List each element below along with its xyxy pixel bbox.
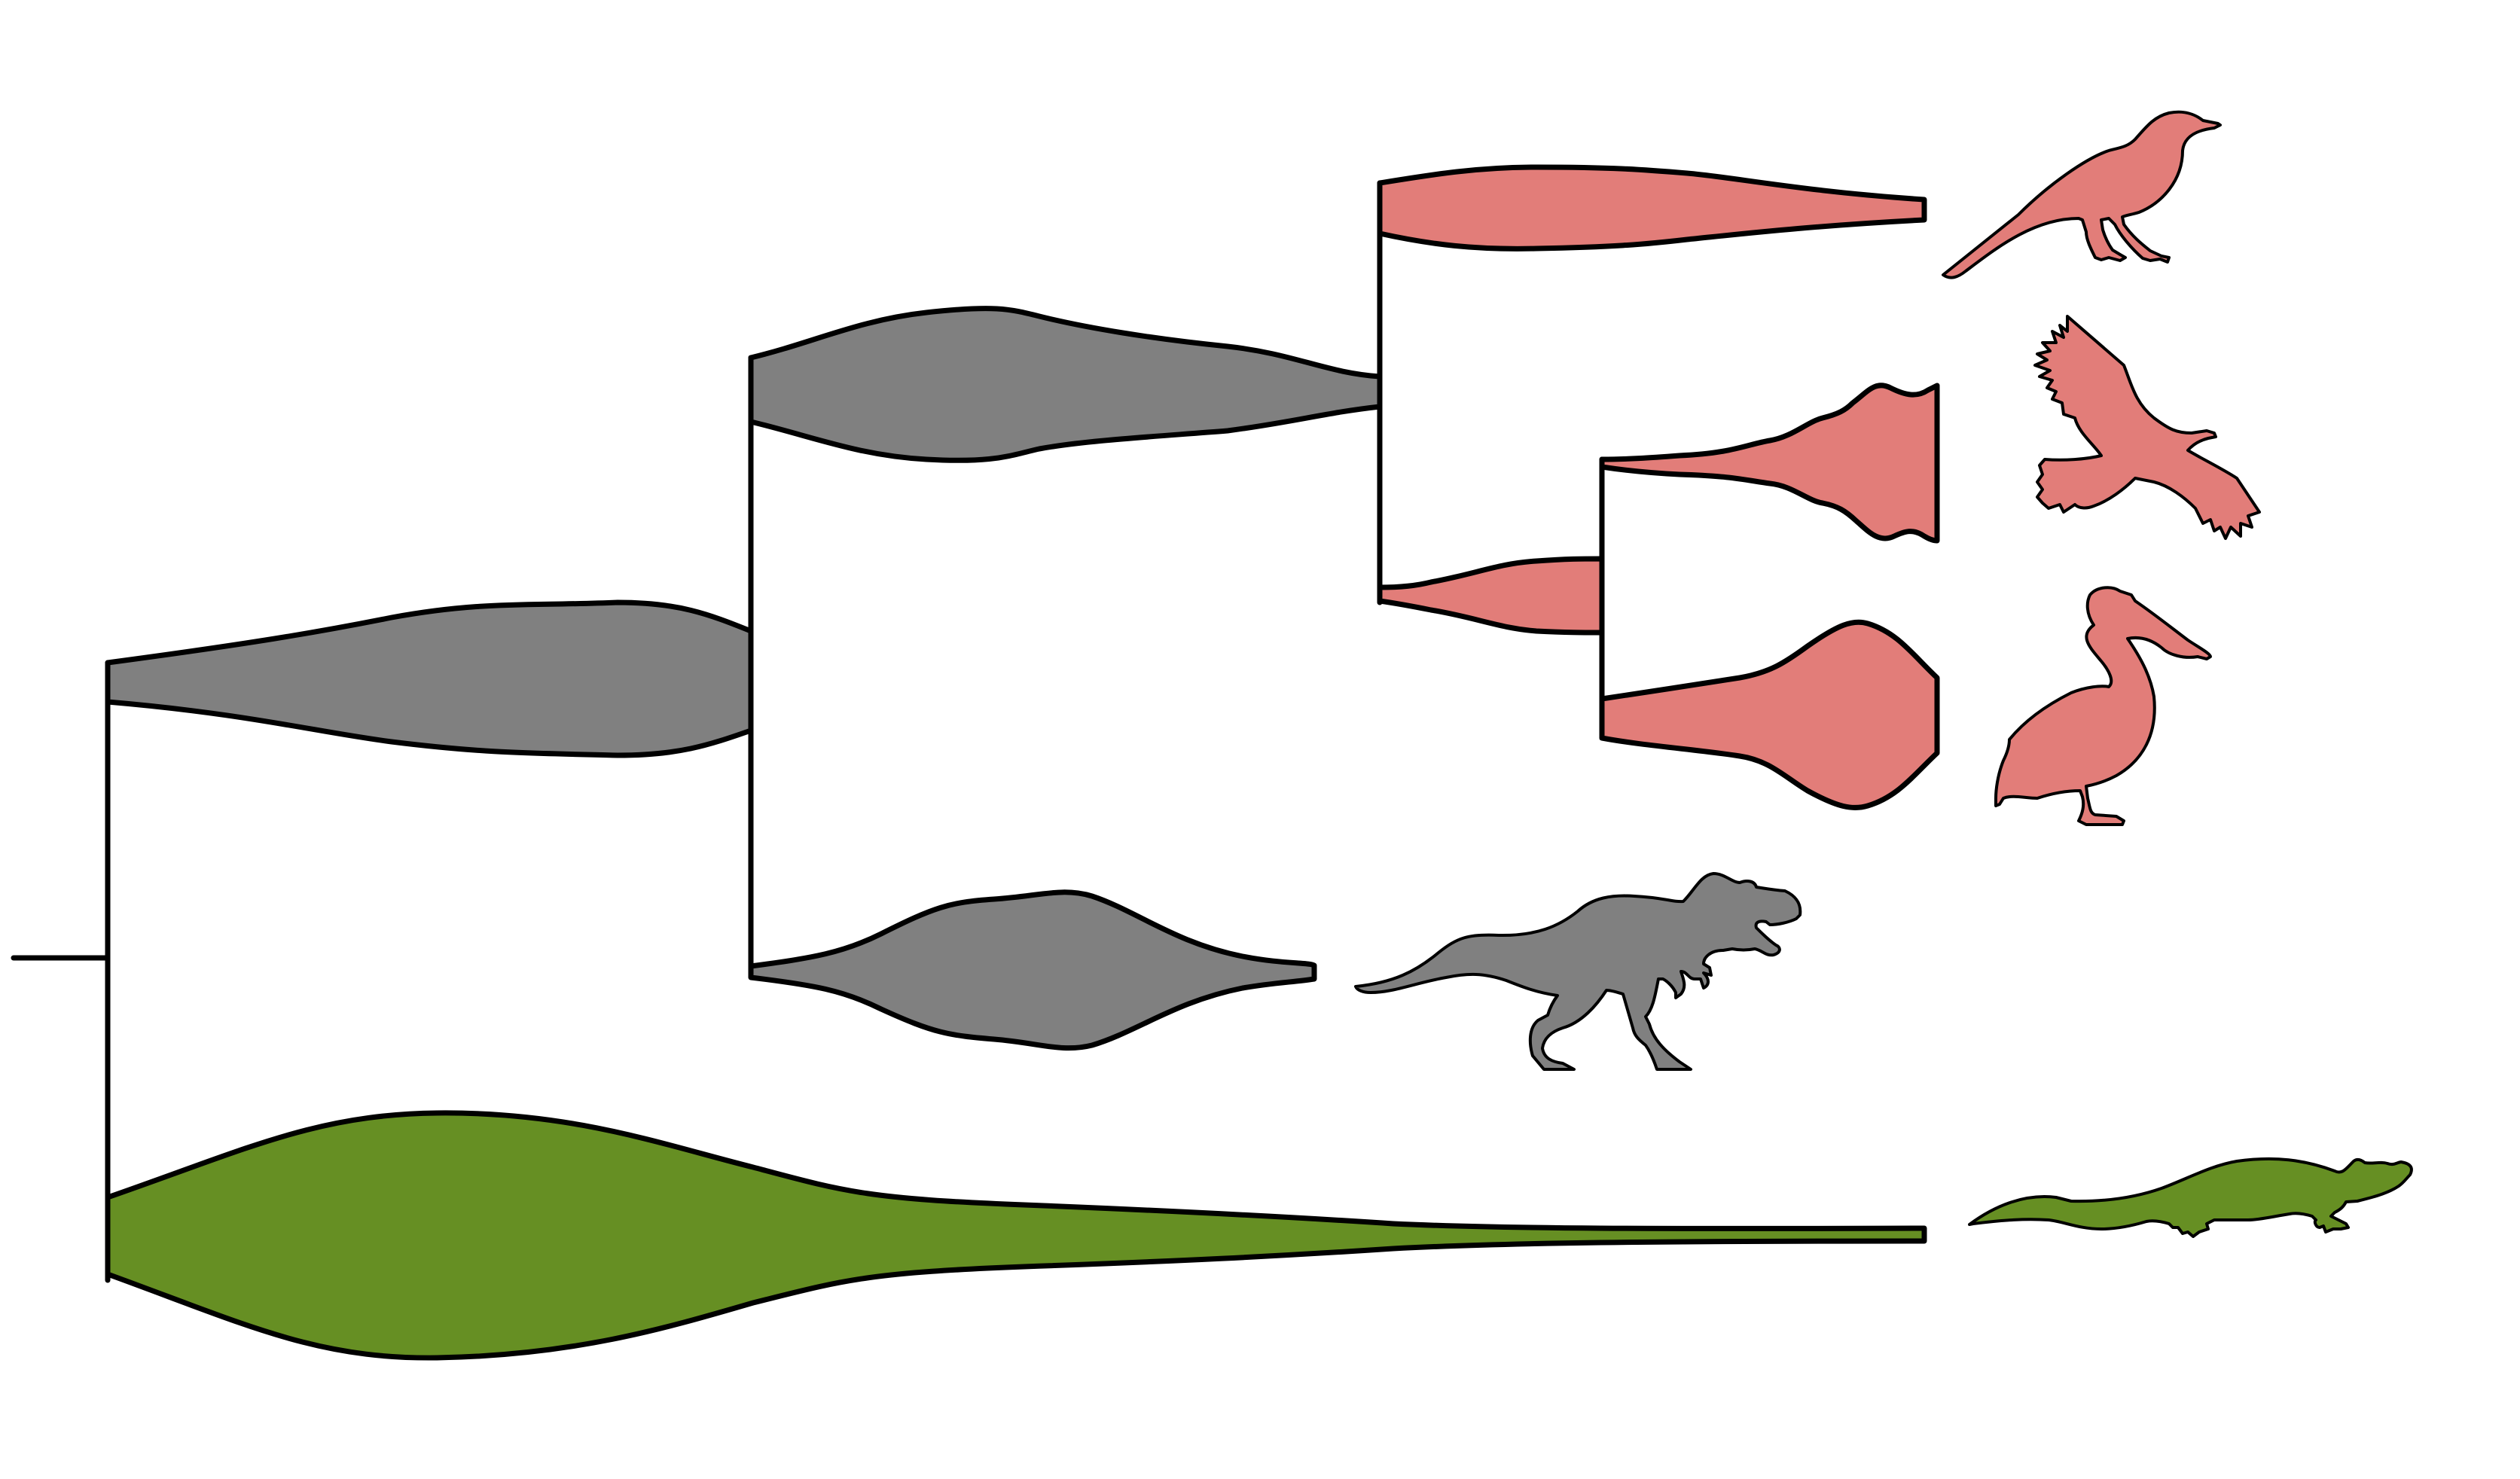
crocodile-silhouette xyxy=(1968,1157,2413,1238)
songbird-spindle xyxy=(1377,164,1927,252)
stem-dinosaur-spindle xyxy=(105,599,754,758)
crocodile-spindle xyxy=(105,1110,1927,1361)
songbird-silhouette xyxy=(1942,110,2222,279)
diversity-spindles xyxy=(105,164,1940,1361)
tyrannosaur-spindle xyxy=(748,889,1317,1051)
raptor-spindle xyxy=(1599,383,1940,544)
neoaves-stem-spindle xyxy=(1377,556,1605,636)
tyrannosaur-silhouette xyxy=(1354,872,1802,1071)
raptor-silhouette xyxy=(2033,315,2261,540)
pelican-silhouette xyxy=(1994,586,2212,826)
pelican-spindle xyxy=(1599,619,1940,810)
avian-stem-spindle xyxy=(748,306,1383,463)
silhouettes xyxy=(1354,110,2413,1238)
